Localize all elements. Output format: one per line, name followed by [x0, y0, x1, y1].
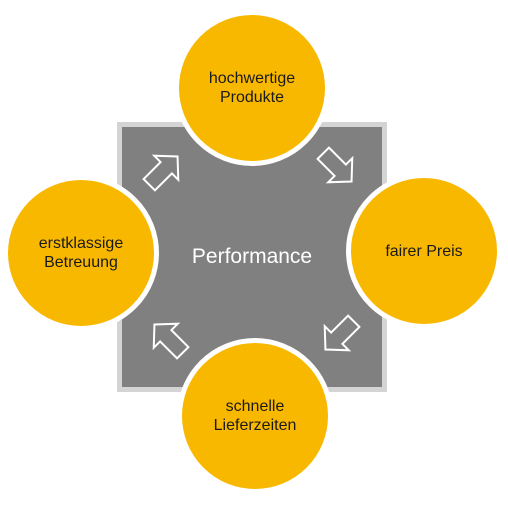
arrow-down-left-icon [323, 314, 361, 352]
node-right-line1: fairer Preis [385, 242, 463, 260]
node-right-text: fairer Preis [385, 242, 462, 261]
arrow-up-left-icon [152, 322, 190, 360]
arrow-up-right-icon [142, 154, 180, 192]
node-bottom: schnelle Lieferzeiten [177, 338, 333, 494]
node-bottom-text: schnelle Lieferzeiten [214, 397, 297, 435]
node-top-line2: Produkte [219, 89, 285, 106]
node-bottom-line2: Lieferzeiten [213, 417, 297, 434]
node-left: erstklassige Betreuung [3, 175, 159, 331]
node-left-line1: erstklassige [38, 235, 124, 252]
node-bottom-line1: schnelle [225, 398, 285, 415]
node-top-text: hochwertige Produkte [209, 69, 295, 107]
node-top-line1: hochwertige [208, 70, 296, 87]
node-right: fairer Preis [346, 173, 502, 329]
node-left-line2: Betreuung [44, 254, 118, 271]
center-label: Performance [191, 245, 313, 268]
node-top: hochwertige Produkte [174, 10, 330, 166]
node-left-text: erstklassige Betreuung [39, 234, 123, 272]
arrow-down-right-icon [316, 146, 354, 184]
